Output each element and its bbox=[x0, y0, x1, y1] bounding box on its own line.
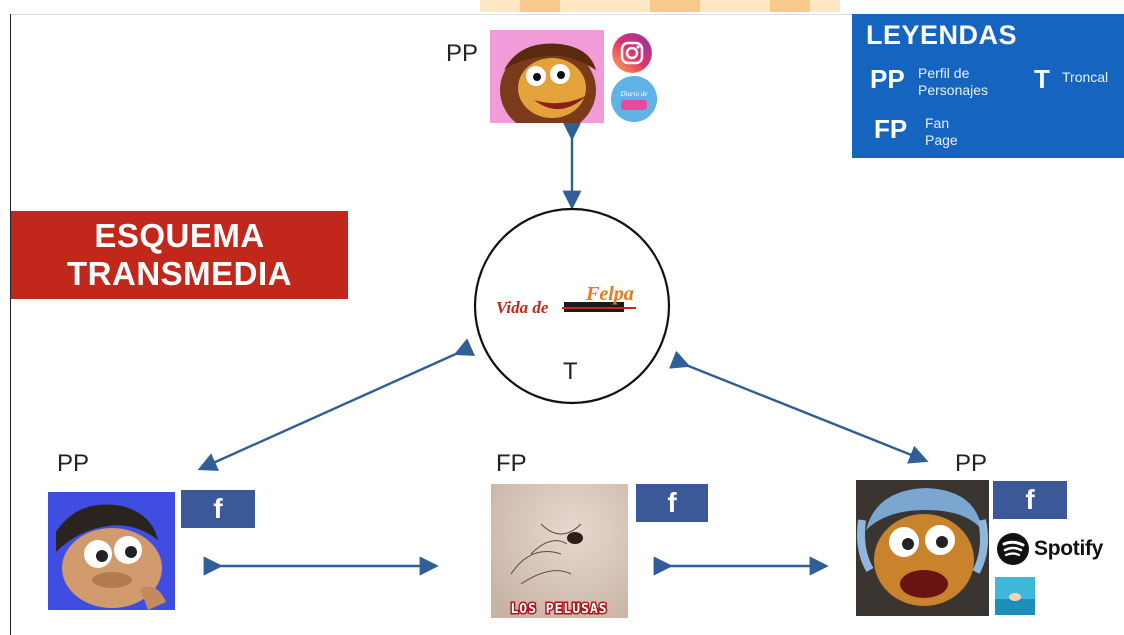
fan-page-image: LOS PELUSAS bbox=[491, 484, 628, 618]
frame-top-border bbox=[10, 14, 1124, 15]
legend-desc-pp: Perfil de Personajes bbox=[918, 65, 989, 98]
arrow-center-to-left bbox=[197, 338, 476, 471]
node-label-bottom-left: PP bbox=[57, 450, 90, 477]
frame-left-border bbox=[10, 14, 11, 635]
legend-title: LEYENDAS bbox=[866, 20, 1018, 50]
title-line-2: TRANSMEDIA bbox=[67, 255, 292, 292]
vida-de-felpa-logo: Vida de Felpa bbox=[494, 282, 654, 322]
facebook-icon-left: f bbox=[181, 490, 255, 528]
title-box: ESQUEMA TRANSMEDIA bbox=[11, 211, 348, 299]
puppet-girl-image bbox=[490, 30, 604, 123]
facebook-icon-center: f bbox=[636, 484, 708, 522]
puppet-old-man-image bbox=[856, 480, 989, 616]
svg-text:Felpa: Felpa bbox=[585, 283, 634, 305]
title-line-1: ESQUEMA bbox=[94, 217, 265, 254]
diario-blog-icon: Diario de bbox=[611, 76, 657, 122]
watermark-strip bbox=[480, 0, 840, 12]
node-label-bottom-right: PP bbox=[955, 450, 988, 477]
svg-text:Vida de: Vida de bbox=[496, 298, 549, 317]
legend-abbr-fp: FP bbox=[874, 114, 908, 144]
legend-desc-fp: Fan Page bbox=[925, 115, 958, 148]
node-label-center: T bbox=[563, 358, 578, 385]
facebook-icon-right: f bbox=[993, 481, 1067, 519]
spotify-logo: Spotify bbox=[996, 532, 1103, 566]
instagram-icon bbox=[612, 33, 652, 73]
node-label-bottom-center: FP bbox=[496, 450, 527, 477]
spotify-label: Spotify bbox=[1034, 537, 1104, 560]
spotify-icon bbox=[997, 533, 1029, 565]
legend-desc-t: Troncal bbox=[1062, 69, 1109, 85]
arrow-center-to-right bbox=[669, 350, 929, 464]
node-label-top: PP bbox=[446, 40, 479, 67]
svg-text:Diario de: Diario de bbox=[619, 90, 647, 98]
legend-abbr-pp: PP bbox=[870, 64, 905, 94]
svg-text:LOS PELUSAS: LOS PELUSAS bbox=[510, 602, 607, 617]
legend-panel: LEYENDAS PP Perfil de Personajes T Tronc… bbox=[852, 14, 1124, 158]
album-cover-image bbox=[995, 577, 1035, 615]
legend-abbr-t: T bbox=[1034, 64, 1050, 94]
puppet-man-image bbox=[48, 492, 175, 610]
